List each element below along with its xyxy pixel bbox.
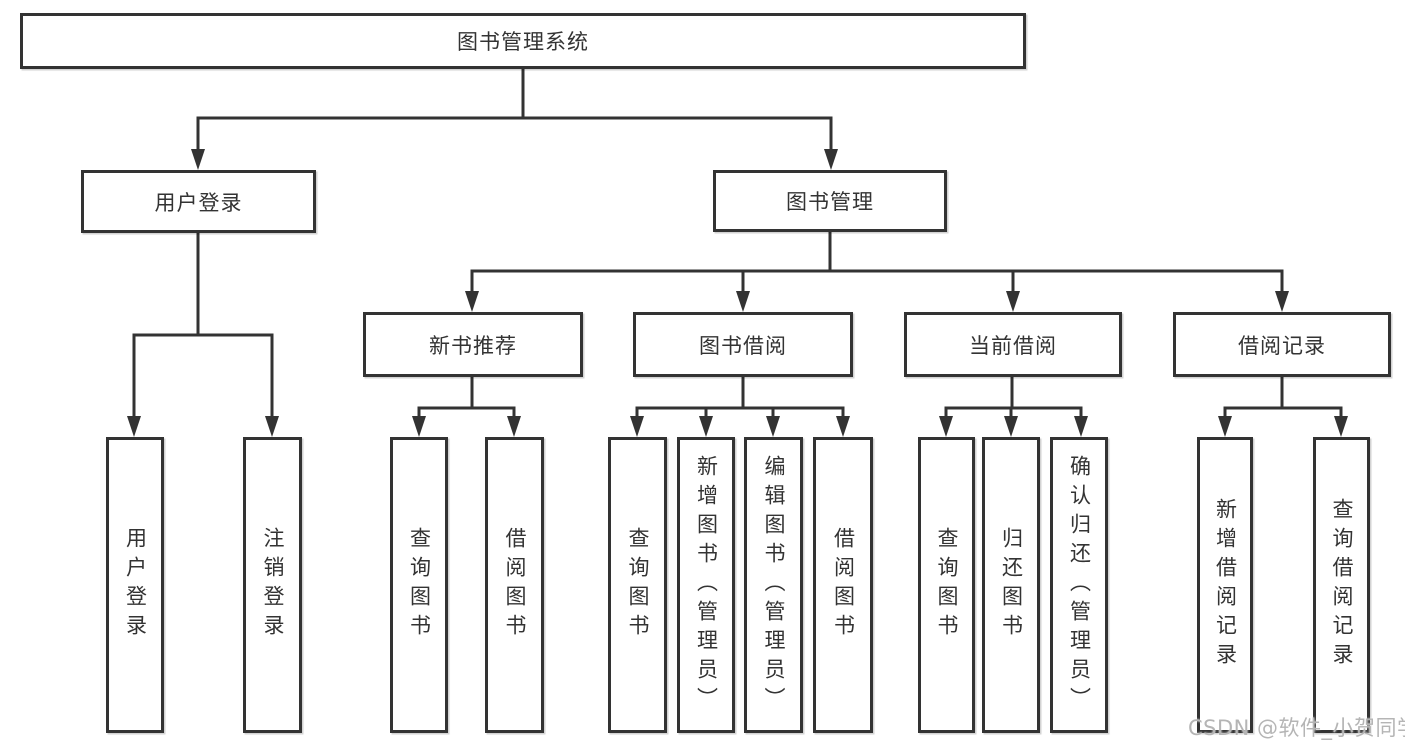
csdn-watermark: CSDN @软件_小贺同学 [1188,716,1405,740]
node-label: 确认归还（管理员） [1067,454,1092,716]
node-label: 查询图书 [407,527,432,643]
node-label: 注销登录 [261,527,285,643]
node-label: 用户登录 [154,190,243,215]
leaf-query-books: 查询图书 [390,437,448,733]
node-label: 归还图书 [999,527,1024,643]
leaf-edit-books-admin: 编辑图书（管理员） [744,437,803,733]
node-label: 编辑图书（管理员） [762,454,786,716]
node-label: 查询图书 [935,527,959,643]
node-book-borrow: 图书借阅 [633,312,853,377]
node-label: 借阅图书 [503,527,527,643]
node-label: 当前借阅 [969,333,1057,358]
node-borrow-record: 借阅记录 [1173,312,1391,377]
leaf-return-books: 归还图书 [982,437,1040,733]
leaf-borrow-books: 借阅图书 [485,437,544,733]
leaf-borrow-books: 借阅图书 [813,437,873,733]
leaf-query-borrow-record: 查询借阅记录 [1313,437,1370,733]
node-library-system: 图书管理系统 [20,13,1026,69]
node-user-login: 用户登录 [81,170,316,233]
node-label: 借阅记录 [1238,333,1326,358]
leaf-query-books: 查询图书 [608,437,667,733]
node-label: 新增图书（管理员） [694,454,719,716]
leaf-add-borrow-record: 新增借阅记录 [1197,437,1253,733]
node-label: 借阅图书 [831,527,856,643]
node-label: 新书推荐 [429,333,517,358]
leaf-logout: 注销登录 [243,437,302,733]
node-label: 图书管理 [786,190,874,214]
node-label: 查询图书 [626,527,650,643]
node-label: 图书借阅 [699,333,787,358]
node-current-borrow: 当前借阅 [904,312,1122,377]
leaf-user-login: 用户登录 [106,437,164,733]
node-label: 查询借阅记录 [1330,498,1354,672]
node-new-book-recommend: 新书推荐 [363,312,583,377]
leaf-query-books: 查询图书 [918,437,975,733]
node-label: 新增借阅记录 [1213,498,1238,672]
node-label: 用户登录 [123,527,148,643]
leaf-add-books-admin: 新增图书（管理员） [677,437,735,733]
leaf-confirm-return-admin: 确认归还（管理员） [1050,437,1108,733]
node-book-management: 图书管理 [713,170,947,232]
node-label: 图书管理系统 [457,30,589,54]
